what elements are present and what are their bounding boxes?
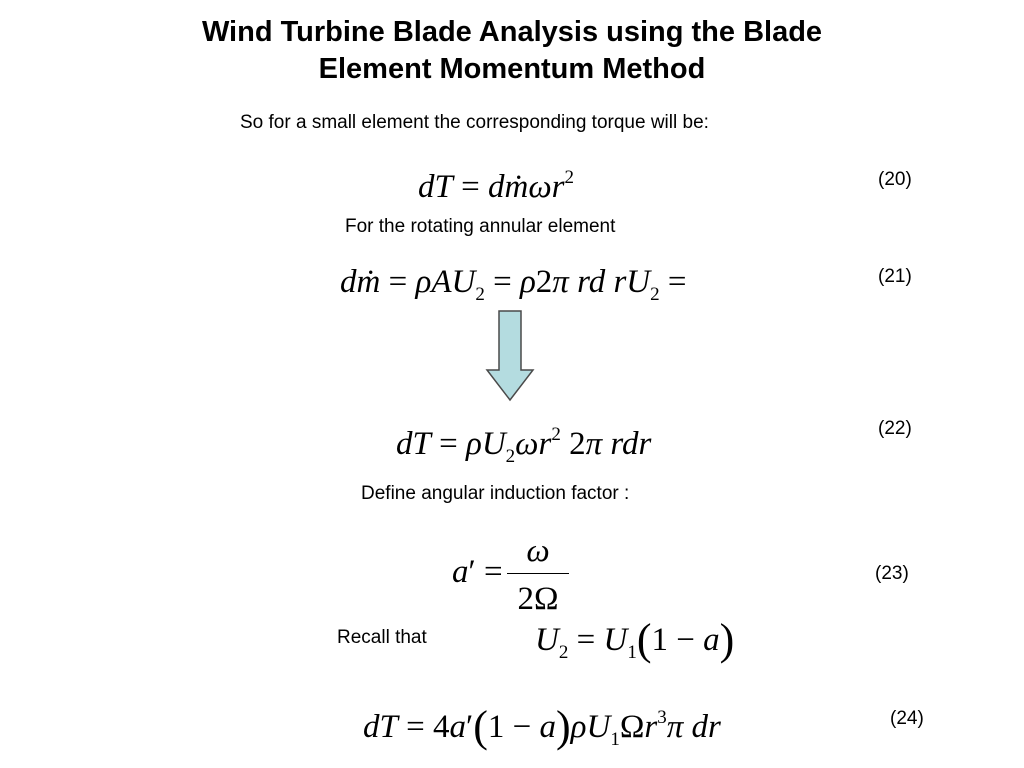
- equation-number-24: (24): [890, 708, 924, 729]
- equation-23-lhs: a′ =: [452, 554, 503, 590]
- intro-text: So for a small element the corresponding…: [240, 112, 709, 133]
- annular-element-text: For the rotating annular element: [345, 216, 616, 237]
- title-line-1: Wind Turbine Blade Analysis using the Bl…: [201, 16, 823, 48]
- recall-equation: U2 = U1(1 − a): [535, 615, 735, 664]
- recall-text: Recall that: [337, 627, 427, 648]
- fraction-numerator: ω: [526, 533, 550, 569]
- equation-number-20: (20): [878, 169, 912, 190]
- equation-number-22: (22): [878, 418, 912, 439]
- equation-20: dT = dṁωr2: [418, 167, 574, 205]
- equation-number-23: (23): [875, 563, 909, 584]
- equation-22: dT = ρU2ωr2 2π rdr: [396, 424, 652, 467]
- fraction-denominator: 2Ω: [517, 581, 559, 617]
- down-arrow-icon: [485, 310, 535, 402]
- slide-title: Wind Turbine Blade Analysis using the Bl…: [0, 14, 1024, 88]
- equation-21: dṁ = ρAU2 = ρ2π rd rU2 =: [340, 264, 687, 305]
- equation-23-fraction: ω 2Ω: [507, 533, 569, 618]
- equation-number-21: (21): [878, 266, 912, 287]
- title-line-2: Element Momentum Method: [318, 53, 706, 85]
- equation-24: dT = 4a′(1 − a)ρU1Ωr3π dr: [363, 702, 721, 751]
- fraction-bar: [507, 573, 569, 574]
- define-induction-text: Define angular induction factor :: [361, 483, 630, 504]
